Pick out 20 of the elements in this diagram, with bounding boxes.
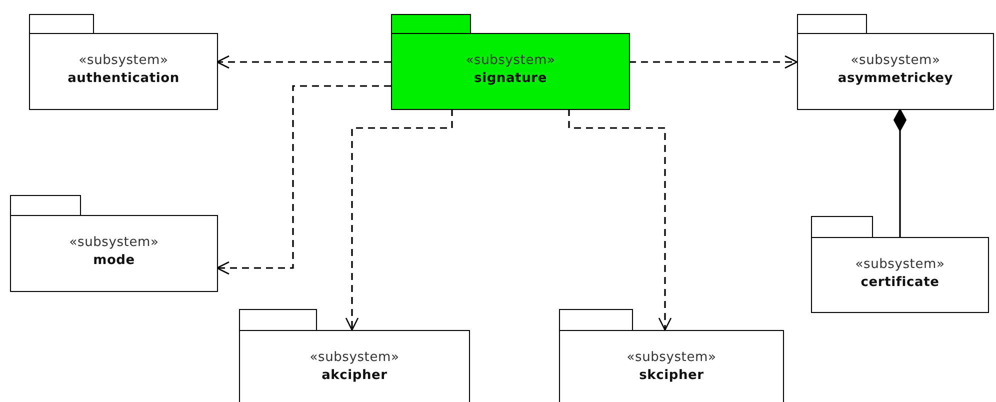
- package-name: authentication: [68, 71, 180, 86]
- package-name: skcipher: [639, 368, 704, 383]
- package-name: asymmetrickey: [838, 71, 954, 86]
- dependency-arrow: [216, 85, 391, 275]
- stereotype-label: «subsystem»: [310, 350, 400, 365]
- composition-line: [894, 108, 906, 237]
- package-name: mode: [93, 253, 135, 268]
- package-name: certificate: [860, 275, 940, 290]
- package-name: akcipher: [322, 368, 388, 383]
- stereotype-label: «subsystem»: [78, 53, 168, 68]
- stereotype-label: «subsystem»: [855, 257, 945, 272]
- dependency-arrow: [216, 55, 391, 69]
- dependency-arrow: [345, 109, 453, 331]
- stereotype-label: «subsystem»: [626, 350, 716, 365]
- dependency-arrow: [568, 109, 672, 331]
- stereotype-label: «subsystem»: [466, 53, 556, 68]
- stereotype-label: «subsystem»: [69, 235, 159, 250]
- package-name: signature: [474, 71, 547, 86]
- dependency-arrow: [629, 55, 798, 69]
- stereotype-label: «subsystem»: [850, 53, 940, 68]
